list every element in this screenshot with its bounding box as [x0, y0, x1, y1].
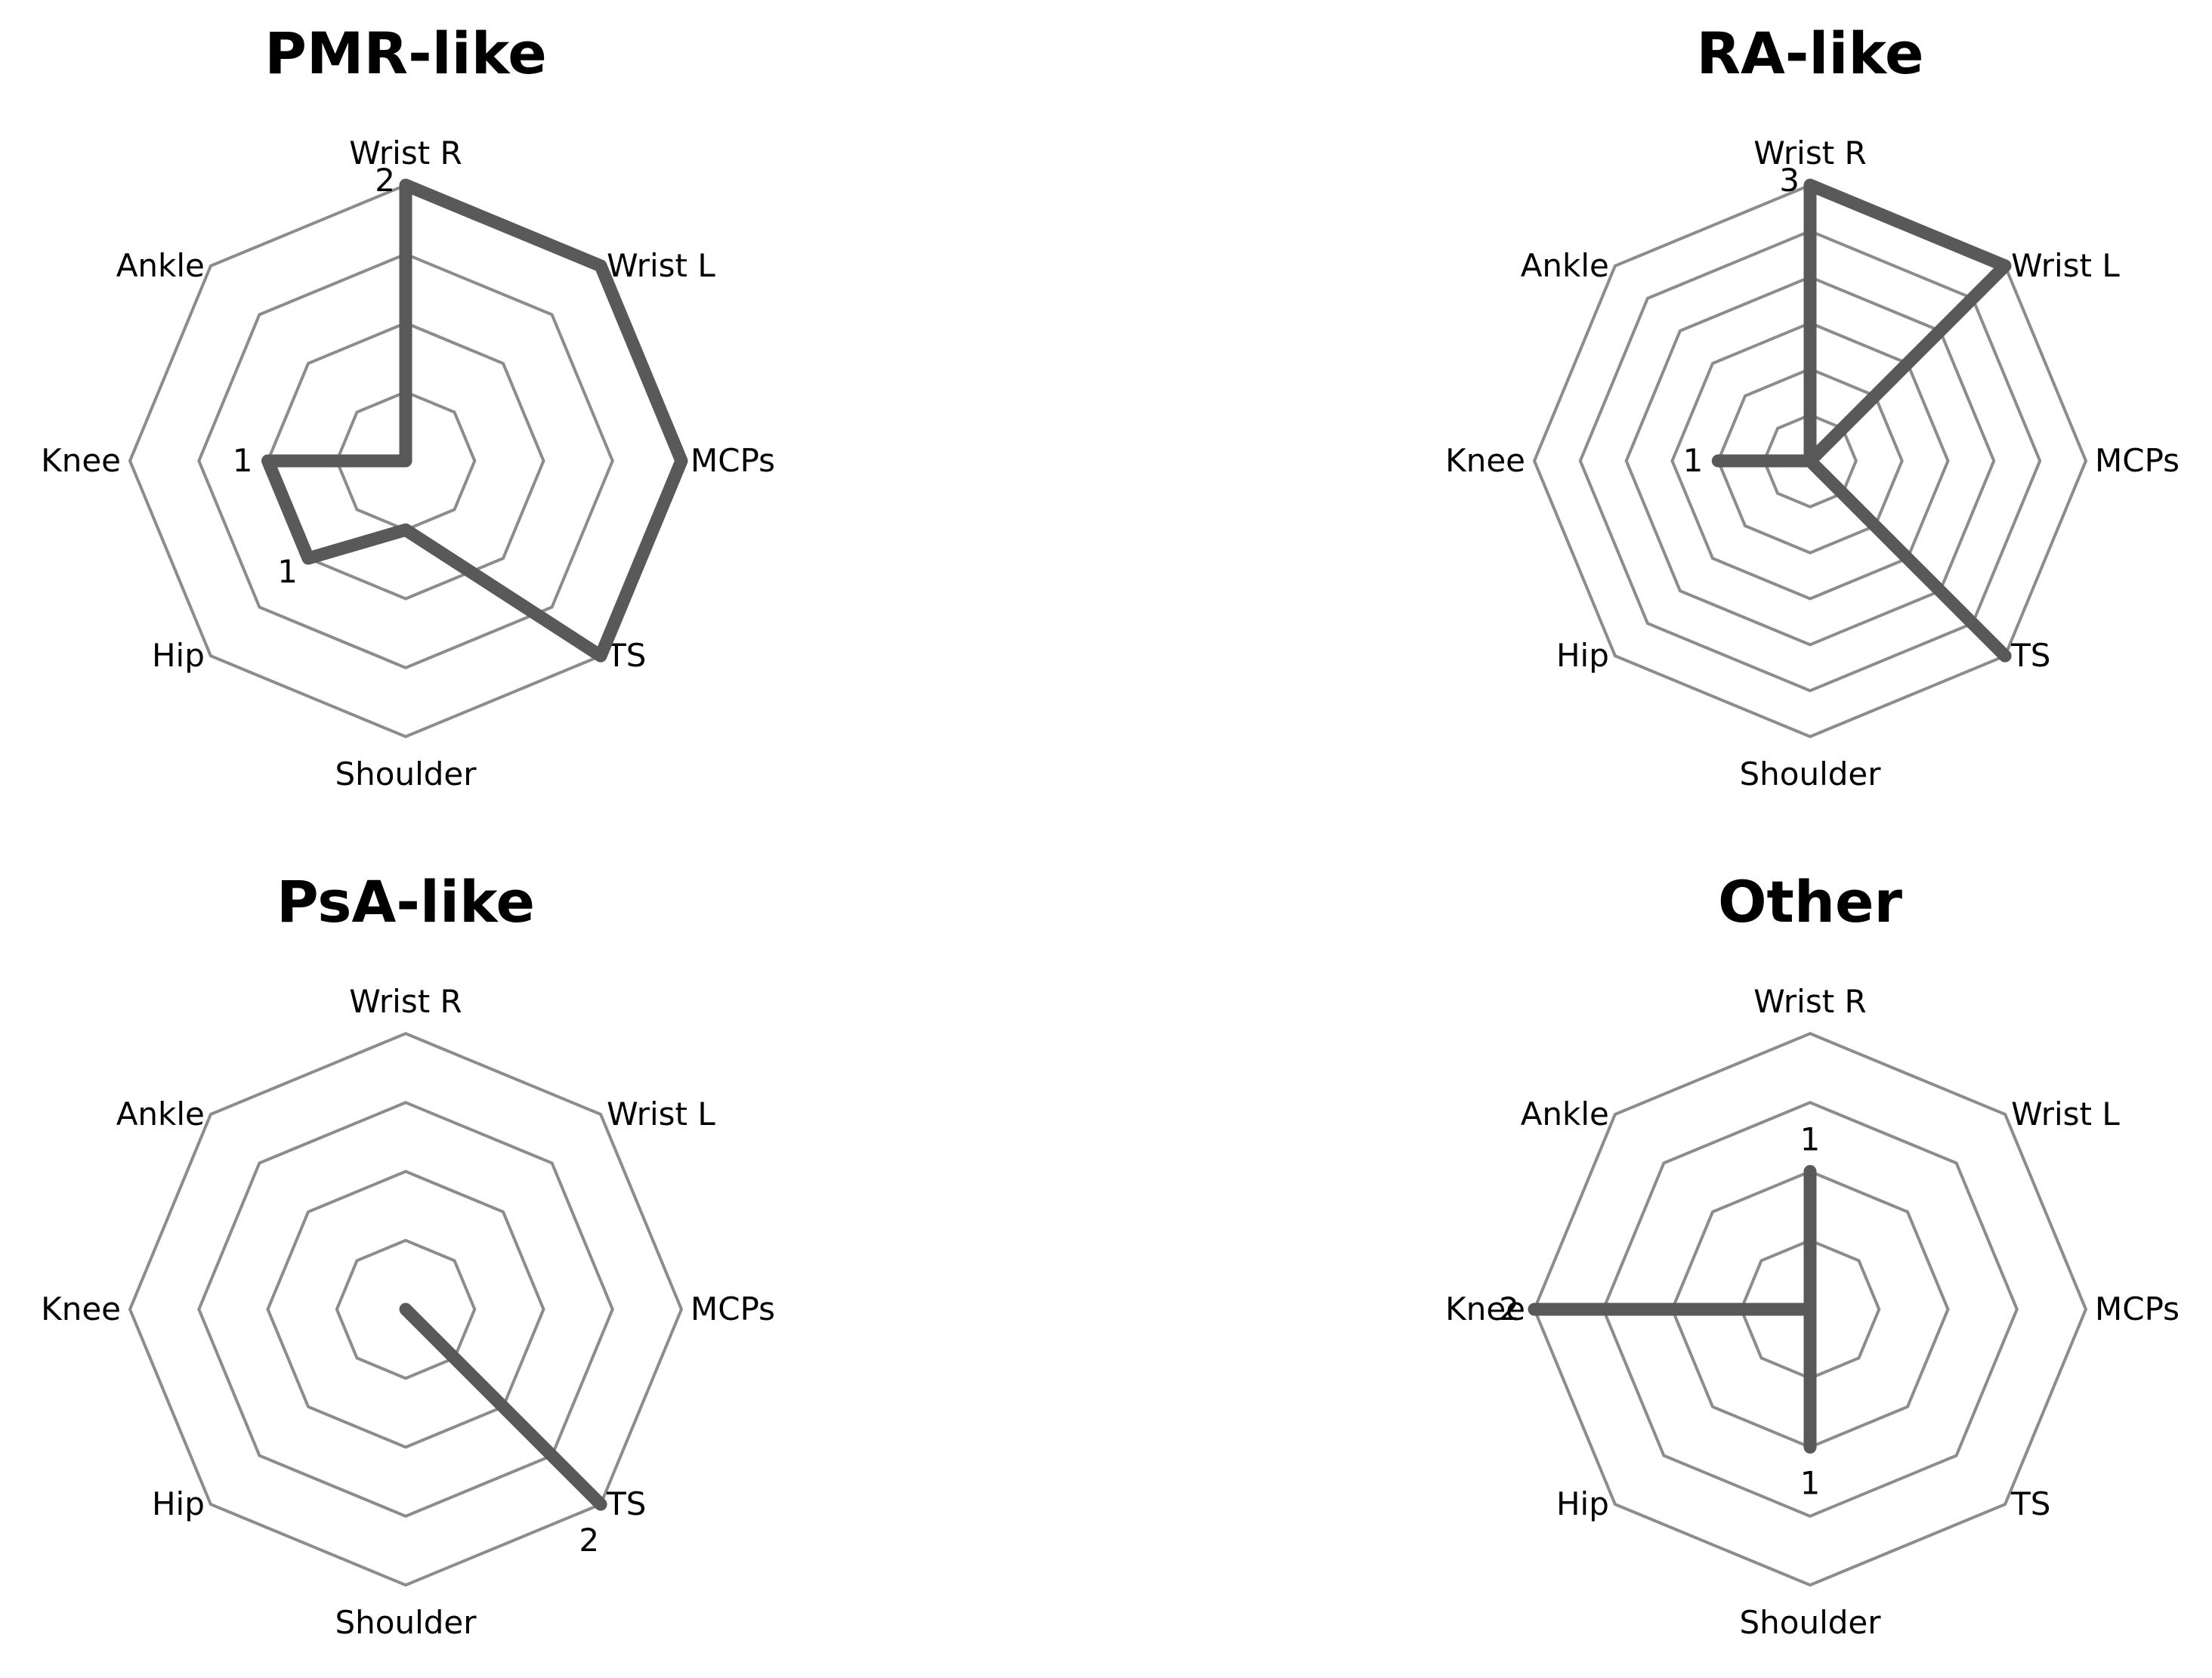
data-point-ts: [2003, 654, 2008, 659]
grid-ring-6: [1532, 183, 2088, 739]
data-label-wrist-r: 3: [1779, 162, 1800, 199]
data-label-knee: 1: [1683, 442, 1704, 479]
chart-title: Other: [1718, 868, 1903, 935]
data-label-knee: 1: [233, 442, 253, 479]
series-line: [1711, 178, 2012, 663]
axis-label-shoulder: Shoulder: [335, 1604, 477, 1641]
axis-label-mcps: MCPs: [690, 442, 775, 479]
data-point-ankle: [403, 459, 408, 463]
axis-label-shoulder: Shoulder: [1739, 756, 1881, 793]
grid-ring-2: [1716, 367, 1904, 555]
axis-label-wrist-l: Wrist L: [2011, 1095, 2120, 1133]
grid-ring-4: [1532, 1031, 2088, 1587]
axis-label-mcps: MCPs: [690, 1290, 775, 1327]
data-point-knee: [265, 459, 270, 463]
data-point-shoulder: [1808, 1445, 1812, 1450]
data-label-hip: 1: [277, 553, 298, 590]
axis-label-knee: Knee: [41, 1290, 121, 1327]
axis-label-ankle: Ankle: [116, 1095, 205, 1133]
data-point-mcps: [679, 459, 684, 463]
grid-ring-3: [1602, 1101, 2019, 1518]
axis-label-wrist-r: Wrist R: [1753, 134, 1866, 172]
data-point-ankle: [1808, 459, 1812, 463]
axis-label-ts: TS: [2010, 637, 2050, 674]
axis-label-mcps: MCPs: [2095, 1290, 2180, 1327]
data-point-ts: [598, 654, 604, 659]
data-point-wrist-l: [2003, 263, 2008, 268]
axis-label-knee: Knee: [41, 442, 121, 479]
data-label-wrist-r: 2: [375, 162, 395, 199]
grid-ring-1: [1762, 413, 1858, 508]
data-point-ts: [598, 1502, 604, 1507]
grid-ring-1: [335, 1238, 477, 1380]
axis-label-wrist-r: Wrist R: [1753, 983, 1866, 1020]
data-point-wrist-r: [1808, 1169, 1812, 1174]
grid-ring-5: [1578, 229, 2042, 693]
grid-ring-4: [128, 1031, 684, 1587]
axis-label-shoulder: Shoulder: [1739, 1604, 1881, 1641]
grid-ring-3: [197, 252, 614, 669]
data-point-wrist-r: [403, 183, 408, 187]
grid-ring-3: [1670, 321, 1950, 601]
axis-label-hip: Hip: [152, 1485, 205, 1522]
data-label-knee: 2: [1499, 1290, 1519, 1327]
axis-label-shoulder: Shoulder: [335, 756, 477, 793]
chart-title: RA-like: [1696, 20, 1923, 87]
grid-ring-2: [266, 1170, 545, 1449]
axis-label-knee: Knee: [1445, 442, 1525, 479]
data-label-ts: 2: [579, 1522, 599, 1559]
axis-label-ankle: Ankle: [116, 247, 205, 284]
data-point-ankle: [403, 1307, 408, 1312]
chart-title: PsA-like: [276, 868, 535, 935]
axis-label-knee: Knee: [1445, 1290, 1525, 1327]
axis-label-hip: Hip: [152, 637, 205, 674]
axis-label-ankle: Ankle: [1521, 247, 1609, 284]
chart-title: PMR-like: [264, 20, 547, 87]
grid-ring-2: [266, 321, 545, 601]
data-label-shoulder: 1: [1800, 1465, 1821, 1502]
axis-label-ts: TS: [2010, 1485, 2050, 1522]
data-point-wrist-r: [1808, 183, 1812, 187]
axis-label-wrist-r: Wrist R: [349, 134, 462, 172]
axis-label-wrist-l: Wrist L: [607, 247, 715, 284]
data-point-wrist-l: [598, 263, 604, 268]
data-point-shoulder: [403, 527, 408, 533]
data-point-knee: [1532, 1307, 1537, 1312]
axis-label-wrist-l: Wrist L: [2011, 247, 2120, 284]
axis-label-hip: Hip: [1556, 1485, 1609, 1522]
data-point-hip: [306, 556, 310, 561]
grid-ring-3: [197, 1101, 614, 1518]
data-point-knee: [1716, 459, 1721, 463]
axis-label-wrist-r: Wrist R: [349, 983, 462, 1020]
axis-label-ankle: Ankle: [1521, 1095, 1609, 1133]
grid-ring-4: [1624, 275, 1996, 647]
axis-label-hip: Hip: [1556, 637, 1609, 674]
data-label-wrist-r: 1: [1800, 1121, 1821, 1158]
data-point-ankle: [1808, 1307, 1812, 1312]
axis-label-wrist-l: Wrist L: [607, 1095, 715, 1133]
axis-label-ts: TS: [606, 1485, 646, 1522]
axis-label-mcps: MCPs: [2095, 442, 2180, 479]
